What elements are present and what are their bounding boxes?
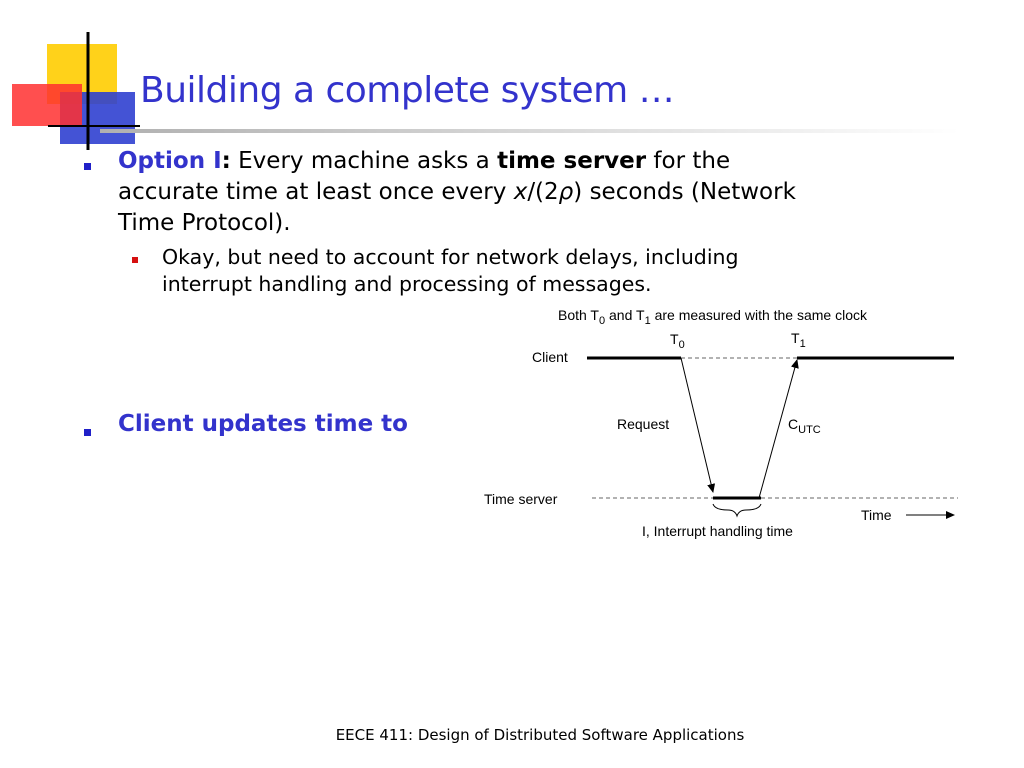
bullet-marker — [84, 163, 91, 170]
diagram-caption: Both T0 and T1 are measured with the sam… — [558, 307, 868, 327]
time-label: Time — [861, 507, 892, 523]
slide-title: Building a complete system … — [140, 70, 675, 111]
bullet-option-one: Option I: Every machine asks a time serv… — [118, 146, 818, 239]
client-label: Client — [532, 349, 568, 365]
option-text-b: for the accurate time at least once ever… — [118, 148, 731, 205]
corner-decoration — [0, 0, 140, 150]
option-label: Option I — [118, 148, 222, 174]
option-text-a: Every machine asks a — [230, 148, 498, 174]
option-text-d: ) seconds (Network Time Protocol). — [118, 179, 796, 236]
t0-label: T0 — [670, 331, 685, 351]
cutc-label: CUTC — [788, 416, 821, 436]
slide-footer: EECE 411: Design of Distributed Software… — [335, 726, 745, 744]
bullet-marker — [84, 429, 91, 436]
bullet-client-updates: Client updates time to — [118, 411, 408, 437]
time-server-phrase: time server — [497, 148, 647, 174]
reply-arrow — [758, 359, 799, 499]
var-x: x — [513, 179, 528, 205]
sub-bullet-marker — [132, 257, 138, 263]
ntp-timing-diagram: Both T0 and T1 are measured with the sam… — [470, 296, 970, 546]
interrupt-brace — [712, 503, 762, 518]
title-underline — [100, 120, 960, 133]
interrupt-label: I, Interrupt handling time — [642, 523, 793, 539]
request-arrow — [680, 357, 716, 493]
sub-bullet-network-delays: Okay, but need to account for network de… — [162, 245, 739, 296]
var-rho: ρ — [558, 179, 574, 205]
t1-label: T1 — [791, 330, 806, 350]
option-colon: : — [221, 148, 231, 174]
time-server-label: Time server — [484, 491, 558, 507]
option-text-c: /(2 — [527, 179, 559, 205]
request-label: Request — [617, 416, 669, 432]
